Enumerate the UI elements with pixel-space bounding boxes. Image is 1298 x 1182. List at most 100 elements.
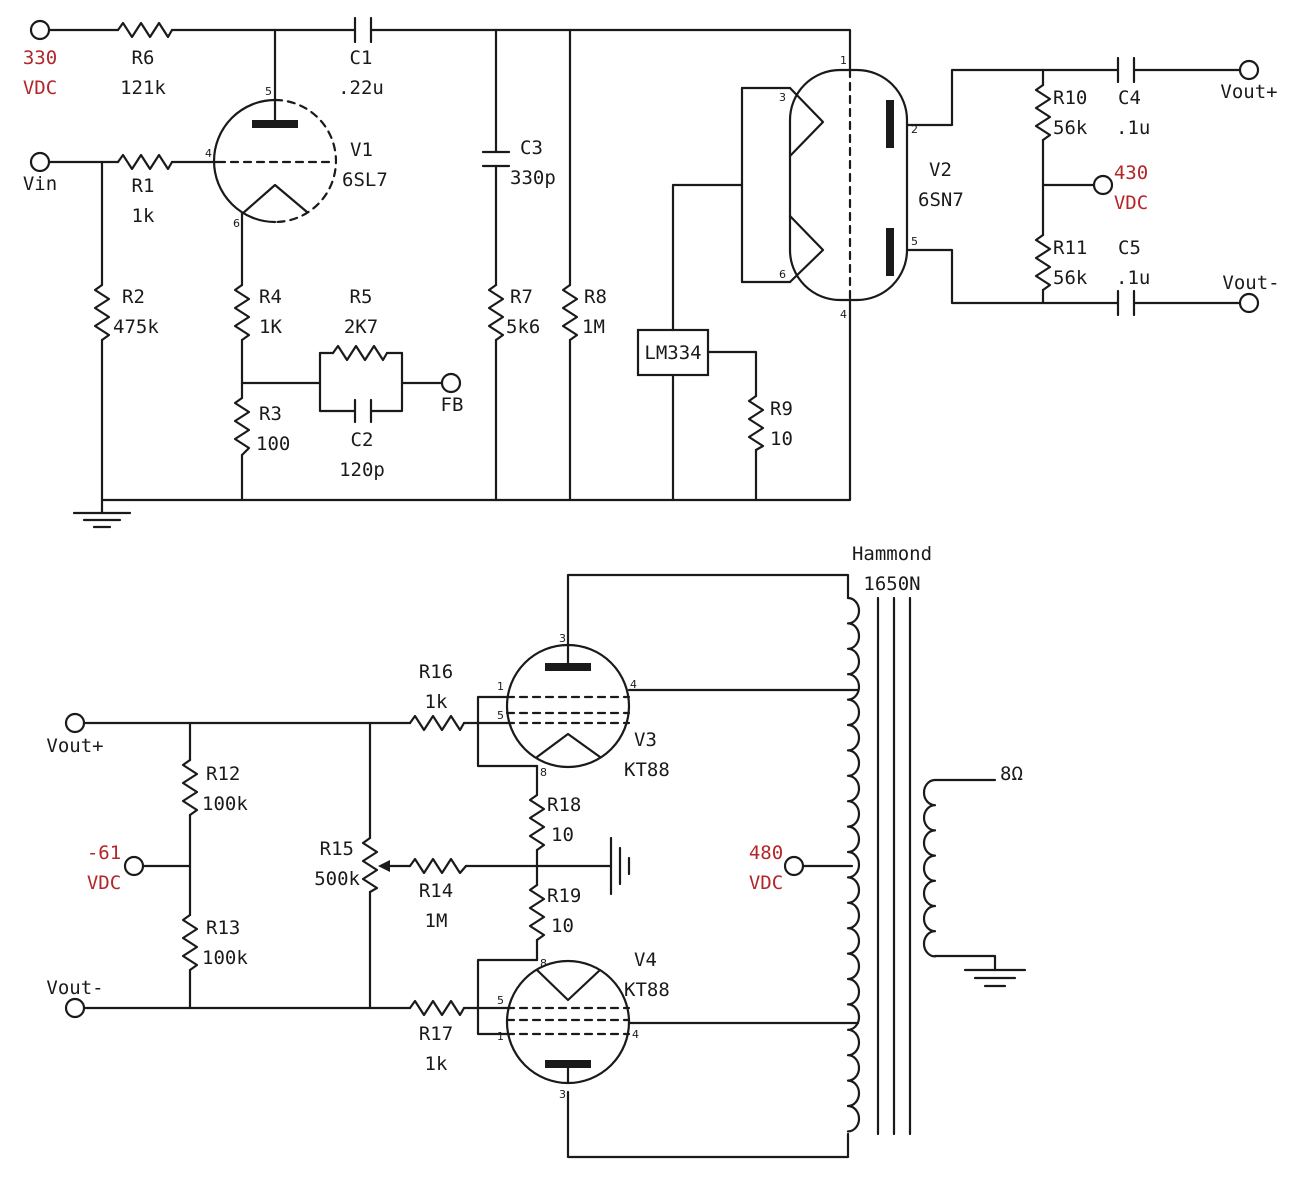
c1-name: C1 — [350, 47, 373, 69]
resistor-r8 — [561, 283, 579, 342]
resistor-r17 — [408, 999, 466, 1017]
r17-name: R17 — [419, 1023, 453, 1045]
resistor-r5 — [331, 344, 389, 362]
v4-pin-cathode: 8 — [540, 957, 547, 970]
terminal-fb — [440, 372, 462, 394]
resistor-r7 — [487, 283, 505, 342]
r1-name: R1 — [132, 175, 155, 197]
v2-pin-3: 3 — [779, 91, 786, 104]
r9-name: R9 — [770, 398, 793, 420]
v3-pin-out: 4 — [630, 678, 637, 691]
r17-value: 1k — [425, 1053, 448, 1075]
r8-name: R8 — [584, 286, 607, 308]
r12-name: R12 — [206, 763, 240, 785]
c4-value: .1u — [1116, 117, 1150, 139]
v2-pin-6: 6 — [779, 268, 786, 281]
r2-value: 475k — [113, 316, 159, 338]
r15-name: R15 — [320, 838, 354, 860]
c5-value: .1u — [1116, 267, 1150, 289]
v3-type: KT88 — [624, 759, 670, 781]
r10-value: 56k — [1053, 117, 1088, 139]
transformer-hammond — [846, 596, 937, 1136]
terminal-480vdc — [783, 855, 805, 877]
r14-name: R14 — [419, 880, 453, 902]
c3-name: C3 — [520, 137, 543, 159]
r7-name: R7 — [510, 286, 533, 308]
v1-pin-grid: 4 — [205, 147, 212, 160]
v2-pin-1: 1 — [840, 54, 847, 67]
supply-430-value: 430 — [1114, 162, 1148, 184]
r14-value: 1M — [425, 910, 448, 932]
resistor-r19 — [528, 883, 546, 942]
terminal-430vdc — [1092, 174, 1114, 196]
supply-neg61-value: -61 — [87, 842, 121, 864]
capacitor-c4 — [1116, 56, 1136, 84]
ground-symbol-top — [72, 511, 132, 529]
v2-pin-4: 4 — [840, 308, 847, 321]
resistor-r16 — [408, 714, 466, 732]
resistor-r9 — [747, 394, 765, 452]
ic-lm334 — [636, 328, 710, 377]
v2-pin-2: 2 — [911, 123, 918, 136]
v1-name: V1 — [350, 139, 373, 161]
v2-type: 6SN7 — [918, 189, 964, 211]
r3-name: R3 — [259, 403, 282, 425]
v4-pin-g2: 5 — [497, 994, 504, 1007]
v1-type: 6SL7 — [342, 169, 388, 191]
r4-value: 1K — [259, 316, 282, 338]
r2-name: R2 — [122, 286, 145, 308]
r15-value: 500k — [314, 868, 360, 890]
resistor-r14 — [408, 857, 468, 875]
r1-value: 1k — [132, 205, 155, 227]
transformer-maker: Hammond — [852, 543, 932, 565]
v3-pin-cathode: 8 — [540, 766, 547, 779]
supply-480-value: 480 — [749, 842, 783, 864]
resistor-r12 — [181, 758, 199, 817]
tube-v4 — [505, 959, 631, 1085]
v1-pin-cathode: 6 — [233, 217, 240, 230]
resistor-r11 — [1034, 233, 1052, 292]
supply-480-unit: VDC — [749, 872, 783, 894]
ic-lm334-label: LM334 — [644, 342, 701, 364]
supply-430-unit: VDC — [1114, 192, 1148, 214]
terminal-vout-minus-bottom-label: Vout- — [46, 977, 103, 999]
terminal-vout-plus-top — [1238, 59, 1260, 81]
tube-v3 — [505, 643, 631, 769]
terminal-vout-plus-top-label: Vout+ — [1220, 81, 1277, 103]
terminal-vout-minus-bottom — [64, 997, 86, 1019]
r16-value: 1k — [425, 691, 448, 713]
c2-name: C2 — [351, 429, 374, 451]
v3-pin-g2: 5 — [497, 709, 504, 722]
v3-name: V3 — [634, 729, 657, 751]
r19-name: R19 — [547, 885, 581, 907]
terminal-vout-minus-top — [1238, 292, 1260, 314]
c3-value: 330p — [510, 167, 556, 189]
r13-value: 100k — [202, 947, 248, 969]
v3-pin-plate: 3 — [559, 632, 566, 645]
c1-value: .22u — [338, 77, 384, 99]
r5-value: 2K7 — [344, 316, 378, 338]
c4-name: C4 — [1118, 87, 1141, 109]
v1-pin-plate: 5 — [265, 85, 272, 98]
resistor-r18 — [528, 793, 546, 852]
v3-pin-g1: 1 — [497, 680, 504, 693]
v4-pin-out: 4 — [632, 1028, 639, 1041]
transformer-load: 8Ω — [1000, 763, 1023, 785]
resistor-r1 — [116, 153, 174, 171]
v4-name: V4 — [634, 949, 657, 971]
resistor-r3 — [233, 396, 251, 457]
r7-value: 5k6 — [506, 316, 540, 338]
v2-name: V2 — [929, 159, 952, 181]
terminal-neg61vdc — [123, 855, 145, 877]
supply-neg61-unit: VDC — [87, 872, 121, 894]
capacitor-c5 — [1116, 289, 1136, 317]
supply-330-value: 330 — [23, 47, 57, 69]
r13-name: R13 — [206, 917, 240, 939]
terminal-vin-label: Vin — [23, 173, 57, 195]
terminal-fb-label: FB — [441, 394, 464, 416]
r11-name: R11 — [1053, 237, 1087, 259]
r12-value: 100k — [202, 793, 248, 815]
r18-name: R18 — [547, 794, 581, 816]
r5-name: R5 — [350, 286, 373, 308]
r8-value: 1M — [582, 316, 605, 338]
